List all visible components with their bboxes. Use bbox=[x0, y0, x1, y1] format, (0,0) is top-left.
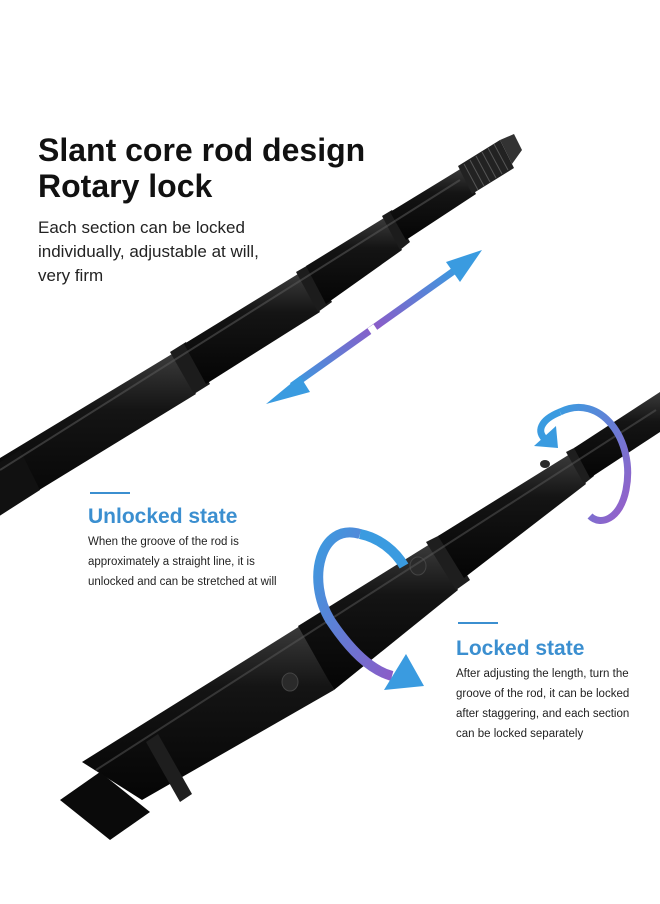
rotation-arrow-icon bbox=[313, 527, 424, 690]
headline-line-2: Rotary lock bbox=[38, 168, 213, 204]
locked-state-description: After adjusting the length, turn the gro… bbox=[456, 668, 630, 740]
locked-accent-rule bbox=[458, 622, 498, 624]
headline: Slant core rod design Rotary lock bbox=[38, 132, 365, 204]
feature-description: Each section can be locked individually,… bbox=[38, 218, 259, 285]
headline-line-1: Slant core rod design bbox=[38, 132, 366, 168]
upper-rod bbox=[0, 134, 522, 516]
double-arrow-icon bbox=[266, 250, 482, 404]
lower-rod bbox=[60, 392, 660, 840]
unlocked-state-title: Unlocked state bbox=[88, 505, 238, 528]
unlocked-accent-rule bbox=[90, 492, 130, 494]
unlocked-state-description: When the groove of the rod is approximat… bbox=[88, 536, 277, 588]
rotation-arrow-icon bbox=[534, 403, 632, 524]
locked-state-title: Locked state bbox=[456, 637, 585, 660]
